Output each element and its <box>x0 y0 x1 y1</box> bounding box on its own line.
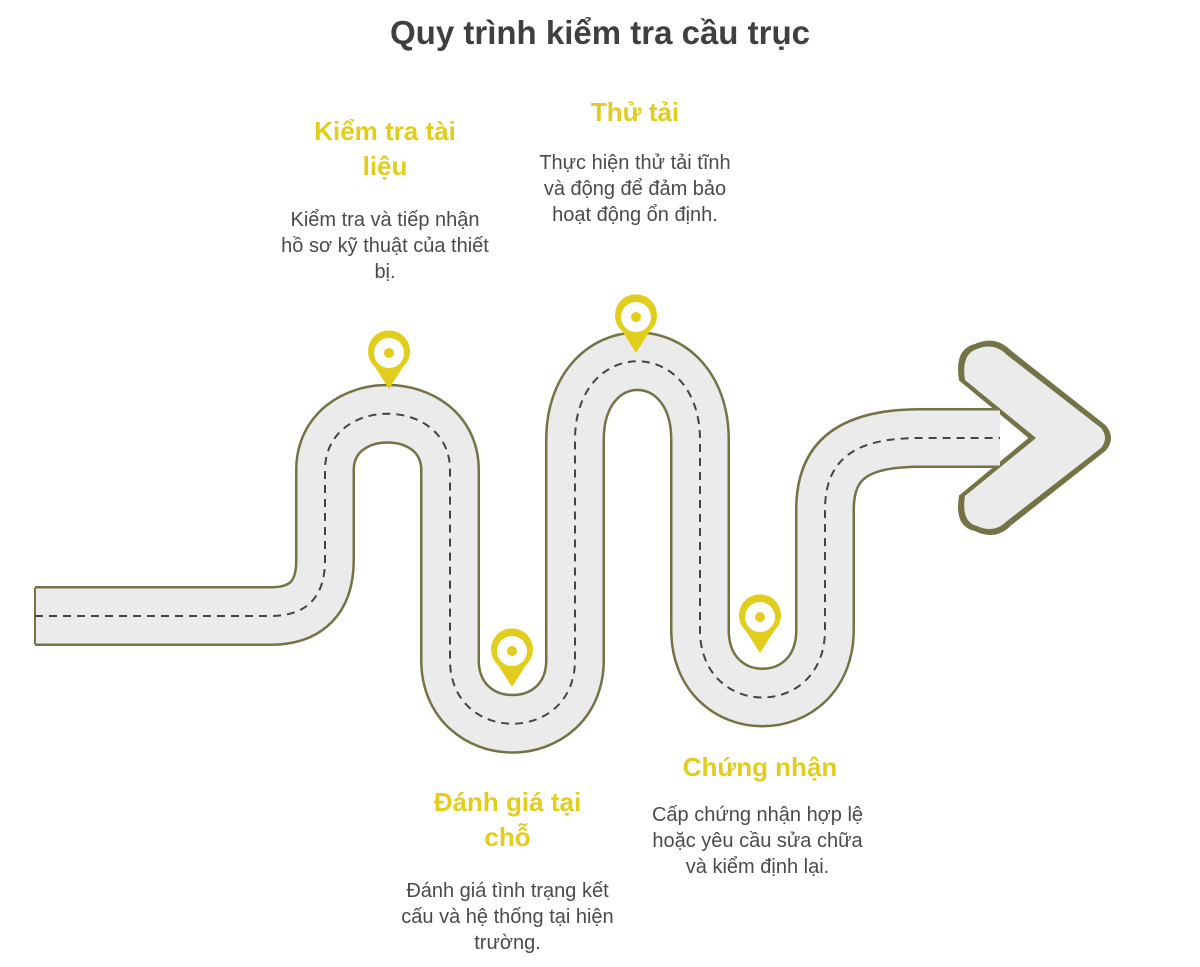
step-1-description: Kiểm tra và tiếp nhận hồ sơ kỹ thuật của… <box>281 209 489 283</box>
step-4-description: Cấp chứng nhận hợp lệ hoặc yêu cầu sửa c… <box>651 804 864 878</box>
step-4-title: Chứng nhận <box>682 752 838 782</box>
location-pin-icon <box>615 294 657 353</box>
diagram-title: Quy trình kiểm tra cầu trục <box>390 14 810 51</box>
arrow-head <box>964 346 1105 530</box>
step-3-description: Thực hiện thử tải tĩnh và động để đảm bả… <box>539 152 731 226</box>
location-pin-icon <box>739 594 781 653</box>
location-pin-icon <box>368 330 410 389</box>
step-2-description: Đánh giá tình trạng kết cấu và hệ thống … <box>401 880 614 954</box>
step-3-title: Thử tải <box>590 97 680 127</box>
step-1-title: Kiểm tra tài liệu <box>314 116 456 181</box>
road-center-line <box>35 360 1000 725</box>
step-2-title: Đánh giá tại chỗ <box>433 787 582 852</box>
location-pin-icon <box>491 628 533 687</box>
